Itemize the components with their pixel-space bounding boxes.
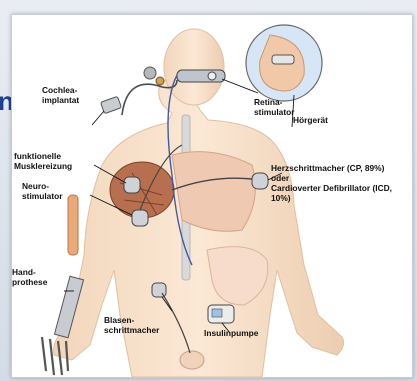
implant-diagram-panel: Cochlea- implantat Retina- stimulator Hö…: [11, 14, 413, 378]
bladder-pacemaker-device: [152, 283, 166, 297]
muscle-electrode-strip: [68, 195, 78, 255]
head: [164, 29, 224, 105]
label-hand-prosthesis: Hand- prothese: [12, 267, 47, 287]
label-retina-stimulator: Retina- stimulator: [254, 97, 295, 117]
lung: [172, 152, 255, 232]
label-bladder-pacemaker: Blasen- schrittmacher: [104, 315, 159, 335]
label-functional-muscle-stimulation: funktionelle Musklereizung: [14, 151, 72, 171]
bladder: [180, 351, 204, 369]
muscle-stimulator-device: [124, 177, 140, 193]
label-hearing-aid: Hörgerät: [293, 115, 328, 125]
label-insulin-pump: Insulinpumpe: [204, 328, 258, 338]
label-neuro-stimulator: Neuro- stimulator: [22, 181, 63, 201]
label-cochlea-implant: Cochlea- implantat: [42, 85, 79, 105]
label-pacemaker-cardioverter: Herzschrittmacher (CP, 89%) oder Cardiov…: [271, 163, 412, 203]
pacemaker-device: [252, 173, 268, 189]
neuro-stimulator-device: [132, 210, 148, 226]
retina-glasses: [177, 70, 225, 82]
